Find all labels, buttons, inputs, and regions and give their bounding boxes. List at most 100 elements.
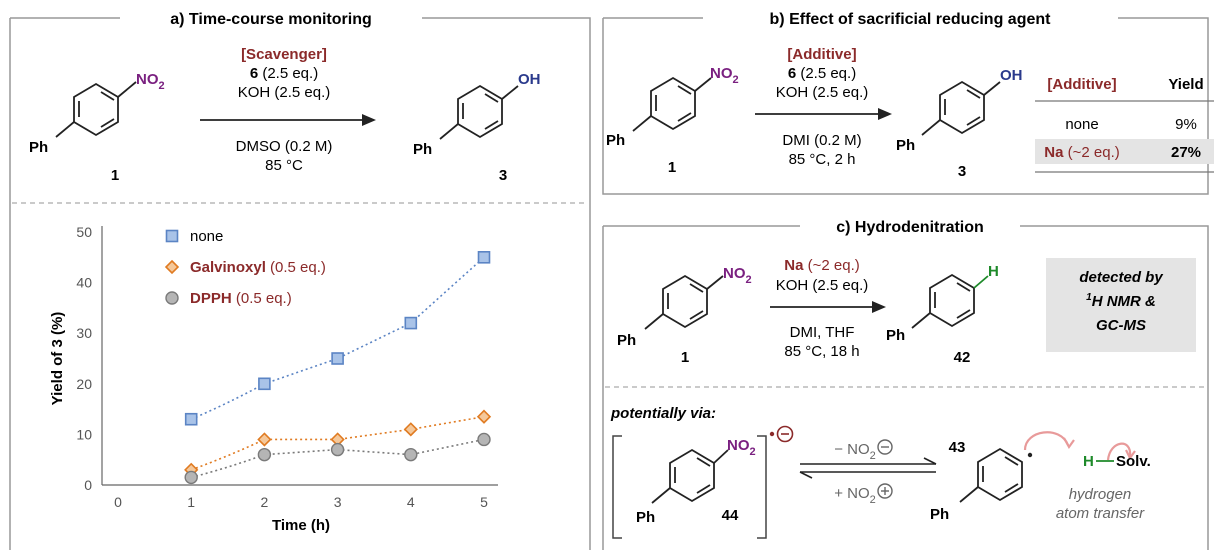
nitro-subscript: 2 <box>746 274 752 286</box>
hat-label-1: hydrogen <box>1069 486 1132 503</box>
compound-number-3: 3 <box>958 163 966 180</box>
compound-number-42: 42 <box>954 349 971 366</box>
mechanism-label: potentially via: <box>610 405 716 422</box>
nitrite-subscript: 2 <box>870 494 876 506</box>
compound-number-3: 3 <box>499 167 507 184</box>
reagent-equiv: (2.5 eq.) <box>258 65 318 82</box>
loss-of-nitrite: − NO <box>834 441 869 458</box>
legend-label-none: none <box>190 228 223 245</box>
reagent-number: 6 <box>788 65 796 82</box>
compound-number-1: 1 <box>681 349 689 366</box>
nitro-group: NO <box>710 65 733 82</box>
hat-curved-arrow <box>1106 442 1132 461</box>
arrow-head <box>872 301 886 313</box>
series-trendline-galvinoxyl <box>190 415 485 471</box>
data-point-galvinoxyl <box>403 422 418 437</box>
detection-line-3: GC-MS <box>1096 317 1146 334</box>
phenyl-label: Ph <box>896 137 915 154</box>
solvent-label: DMI (0.2 M) <box>782 132 861 149</box>
reagent-number: 6 <box>250 65 258 82</box>
phenyl-label: Ph <box>886 327 905 344</box>
table-row-highlight <box>1035 139 1214 164</box>
legend-series-name: none <box>190 228 223 245</box>
panel-a-title: a) Time-course monitoring <box>170 11 372 28</box>
panel-a: a) Time-course monitoring NO2 Ph 1 [Scav… <box>9 11 591 550</box>
phenyl-label: Ph <box>413 141 432 158</box>
compound-number-43: 43 <box>949 439 966 456</box>
legend-series-equiv: (0.5 eq.) <box>266 259 326 276</box>
detection-box <box>1046 258 1196 352</box>
data-point-dpph <box>330 442 345 457</box>
svg-text:1H NMR &: 1H NMR & <box>1086 292 1156 310</box>
base-label: KOH (2.5 eq.) <box>238 84 331 101</box>
table-cell-additive-amount: (~2 eq.) <box>1063 144 1119 161</box>
panel-c-title: c) Hydrodenitration <box>836 219 984 236</box>
solvent-label: Solv. <box>1116 453 1151 470</box>
y-tick-label: 30 <box>76 325 92 341</box>
panel-b: b) Effect of sacrificial reducing agent … <box>602 11 1214 195</box>
table-cell-additive: Na <box>1044 144 1064 161</box>
temperature-label: 85 °C, 2 h <box>789 151 856 168</box>
y-tick-label: 50 <box>76 224 92 240</box>
hydrogen-atom: H <box>988 263 999 280</box>
anion-charge-icon <box>776 425 794 443</box>
anion-charge-icon <box>877 483 893 499</box>
panel-c: c) Hydrodenitration NO2 Ph 1 Na (~2 eq.)… <box>602 219 1209 550</box>
svg-text:6 (2.5 eq.): 6 (2.5 eq.) <box>788 65 856 82</box>
y-tick-label: 0 <box>84 477 92 493</box>
base-label: KOH (2.5 eq.) <box>776 277 869 294</box>
data-point-dpph <box>184 470 198 485</box>
x-tick-label: 4 <box>407 494 415 510</box>
data-point-galvinoxyl <box>257 432 272 447</box>
table-header-yield: Yield <box>1168 76 1203 93</box>
molecule-1-a <box>55 81 137 138</box>
table-header-additive: [Additive] <box>1047 76 1116 93</box>
sodium-label: Na <box>784 257 804 274</box>
phenyl-label: Ph <box>636 509 655 526</box>
molecule-3-a <box>439 84 519 140</box>
nitro-subscript: 2 <box>159 80 165 92</box>
data-point-none <box>258 377 271 391</box>
y-tick-label: 20 <box>76 376 92 392</box>
x-tick-label: 2 <box>261 494 269 510</box>
molecule-44 <box>651 448 729 504</box>
solvent-label: DMI, THF <box>790 324 855 341</box>
molecule-1-b <box>632 76 712 132</box>
legend-series-name: DPPH <box>190 290 232 307</box>
y-axis-label: Yield of 3 (%) <box>49 312 66 406</box>
data-point-galvinoxyl <box>476 409 492 424</box>
nitrite-subscript: 2 <box>870 450 876 462</box>
data-point-none <box>404 316 418 330</box>
svg-text:NO2: NO2 <box>723 265 752 286</box>
compound-number-1: 1 <box>668 159 676 176</box>
legend-series-equiv: (0.5 eq.) <box>232 290 292 307</box>
detection-superscript: 1 <box>1086 292 1092 303</box>
nitro-group: NO <box>727 437 750 454</box>
phenyl-label: Ph <box>930 506 949 523</box>
phenyl-label: Ph <box>606 132 625 149</box>
compound-number-44: 44 <box>722 507 739 524</box>
anion-charge-icon <box>877 439 893 455</box>
data-point-dpph <box>257 447 272 462</box>
nitro-group: NO <box>723 265 746 282</box>
svg-text:NO2: NO2 <box>710 65 739 86</box>
series-trendline-none <box>190 256 485 420</box>
table-cell-additive: none <box>1065 116 1098 133</box>
detection-line-1: detected by <box>1079 269 1163 286</box>
svg-text:NO2: NO2 <box>136 71 165 92</box>
solvent-label: DMSO (0.2 M) <box>236 138 333 155</box>
detection-line-2: H NMR & <box>1092 293 1156 310</box>
y-tick-label: 10 <box>76 426 92 442</box>
temperature-label: 85 °C, 18 h <box>784 343 859 360</box>
hat-label-2: atom transfer <box>1056 505 1145 522</box>
temperature-label: 85 °C <box>265 157 303 174</box>
legend-label-dpph: DPPH (0.5 eq.) <box>190 290 292 307</box>
x-tick-label: 0 <box>114 494 122 510</box>
data-point-dpph <box>404 447 418 462</box>
arrow-head <box>362 114 376 126</box>
molecule-42 <box>911 273 989 329</box>
panel-b-title: b) Effect of sacrificial reducing agent <box>770 11 1052 28</box>
nitro-subscript: 2 <box>733 74 739 86</box>
scavenger-label: [Scavenger] <box>241 46 327 63</box>
phenyl-label: Ph <box>617 332 636 349</box>
